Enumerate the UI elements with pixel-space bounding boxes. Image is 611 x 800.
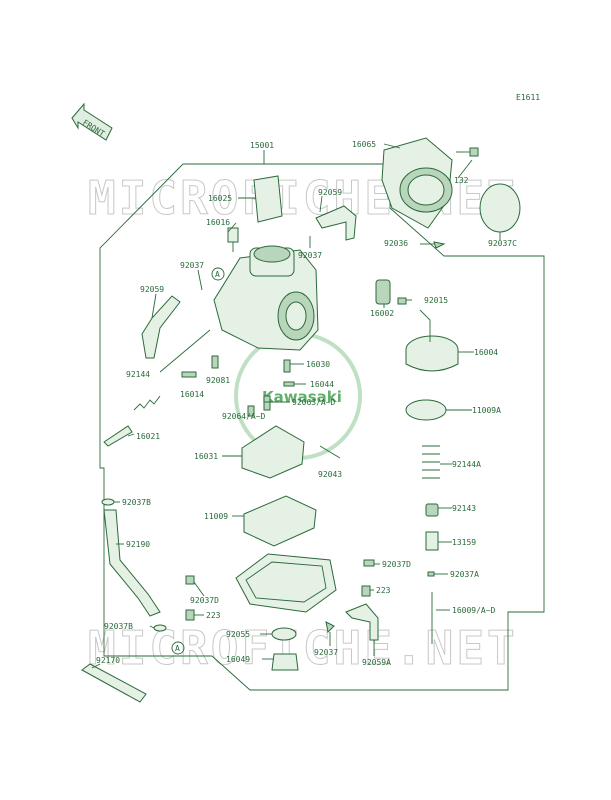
label-16044: 16044: [310, 380, 334, 389]
callout-a-bottom-text: A: [175, 644, 180, 653]
part-92081: [211, 355, 219, 369]
part-92037D-left: [185, 575, 195, 585]
label-223-left: 223: [206, 611, 221, 620]
part-92063: [263, 395, 271, 411]
label-16025: 16025: [208, 194, 232, 203]
label-92037-center: 92037: [298, 251, 322, 260]
label-16014: 16014: [180, 390, 204, 399]
clamp-92037C: [479, 183, 521, 233]
label-16002: 16002: [370, 309, 394, 318]
label-92037B-top: 92037B: [122, 498, 151, 507]
logo-text: Kawasaki: [262, 388, 342, 406]
label-92143: 92143: [452, 504, 476, 513]
label-16021: 16021: [136, 432, 160, 441]
label-16030: 16030: [306, 360, 330, 369]
plug-16049: [271, 653, 299, 671]
gasket-11009: [243, 495, 317, 547]
label-92064: 92064/A~D: [222, 412, 266, 421]
diagram-code: E1611: [516, 93, 540, 102]
label-92037C: 92037C: [488, 239, 517, 248]
screw-223-right: [361, 585, 371, 597]
label-92037-bottom: 92037: [314, 648, 338, 657]
part-13159: [425, 531, 439, 551]
label-11009: 11009: [204, 512, 228, 521]
float-bowl: [235, 553, 337, 613]
needle-jet-screw: [227, 227, 239, 252]
callout-a-top-text: A: [215, 270, 220, 279]
pin-92043: [319, 445, 341, 459]
clip-92037B-bottom: [153, 624, 167, 632]
hose-92059-top: [315, 205, 357, 241]
label-92037D-right: 92037D: [382, 560, 411, 569]
screw-16021: [103, 425, 133, 447]
part-16044: [283, 381, 295, 387]
part-16014: [181, 371, 197, 378]
clip-92037B-top: [101, 498, 115, 506]
label-223-right: 223: [376, 586, 391, 595]
callout-a-top: [211, 267, 225, 281]
label-132: 132: [454, 176, 469, 185]
label-92043: 92043: [318, 470, 342, 479]
o-ring-92055: [271, 627, 297, 641]
part-92037D-right: [363, 559, 375, 567]
label-16065: 16065: [352, 140, 376, 149]
spring-92144: [133, 395, 161, 411]
label-16031: 16031: [194, 452, 218, 461]
label-92190: 92190: [126, 540, 150, 549]
label-92037-left: 92037: [180, 261, 204, 270]
label-92055: 92055: [226, 630, 250, 639]
part-16002: [375, 279, 391, 305]
label-16009: 16009/A~D: [452, 606, 496, 615]
label-11009A: 11009A: [472, 406, 501, 415]
throttle-valve: [253, 175, 283, 223]
label-92063: 92063/A~D: [292, 398, 336, 407]
part-92015: [397, 297, 407, 305]
watermark-bottom: MICROFICHE.NET: [88, 621, 518, 675]
hose-92059-left: [141, 295, 181, 359]
screw-223-left: [185, 609, 195, 621]
label-16004: 16004: [474, 348, 498, 357]
bolt-132: [456, 147, 479, 157]
part-92037-bottom: [325, 621, 335, 634]
part-92037A: [427, 571, 435, 577]
hose-92190: [103, 509, 161, 617]
callout-a-bottom: [171, 641, 185, 655]
label-92036: 92036: [384, 239, 408, 248]
leader-lines: [91, 143, 501, 669]
label-16049: 16049: [226, 655, 250, 664]
label-92144: 92144: [126, 370, 150, 379]
label-92059-top: 92059: [318, 188, 342, 197]
label-16016: 16016: [206, 218, 230, 227]
part-92064: [247, 405, 255, 417]
o-ring-11009A: [405, 399, 447, 421]
label-15001: 15001: [250, 141, 274, 150]
label-92059-left: 92059: [140, 285, 164, 294]
float-16031: [241, 425, 305, 479]
label-92144A: 92144A: [452, 460, 481, 469]
spring-92144A: [422, 445, 440, 479]
label-13159: 13159: [452, 538, 476, 547]
label-92037D-left: 92037D: [190, 596, 219, 605]
label-92081: 92081: [206, 376, 230, 385]
part-92036: [433, 241, 446, 249]
assembly-boundary: [99, 163, 545, 691]
cap-16004: [405, 309, 459, 372]
front-arrow-icon: FRONT: [71, 102, 113, 141]
intake-holder: [381, 137, 453, 229]
label-92037B-bottom: 92037B: [104, 622, 133, 631]
part-labels: 15001 16065 16025 92059 132 16016 92037 …: [96, 140, 517, 667]
carburetor-body: [213, 245, 319, 351]
tool-92170: [81, 663, 147, 703]
label-92170: 92170: [96, 656, 120, 665]
label-92059A: 92059A: [362, 658, 391, 667]
label-92037A: 92037A: [450, 570, 479, 579]
label-92015: 92015: [424, 296, 448, 305]
part-92143: [425, 503, 439, 517]
part-16030: [283, 359, 291, 373]
